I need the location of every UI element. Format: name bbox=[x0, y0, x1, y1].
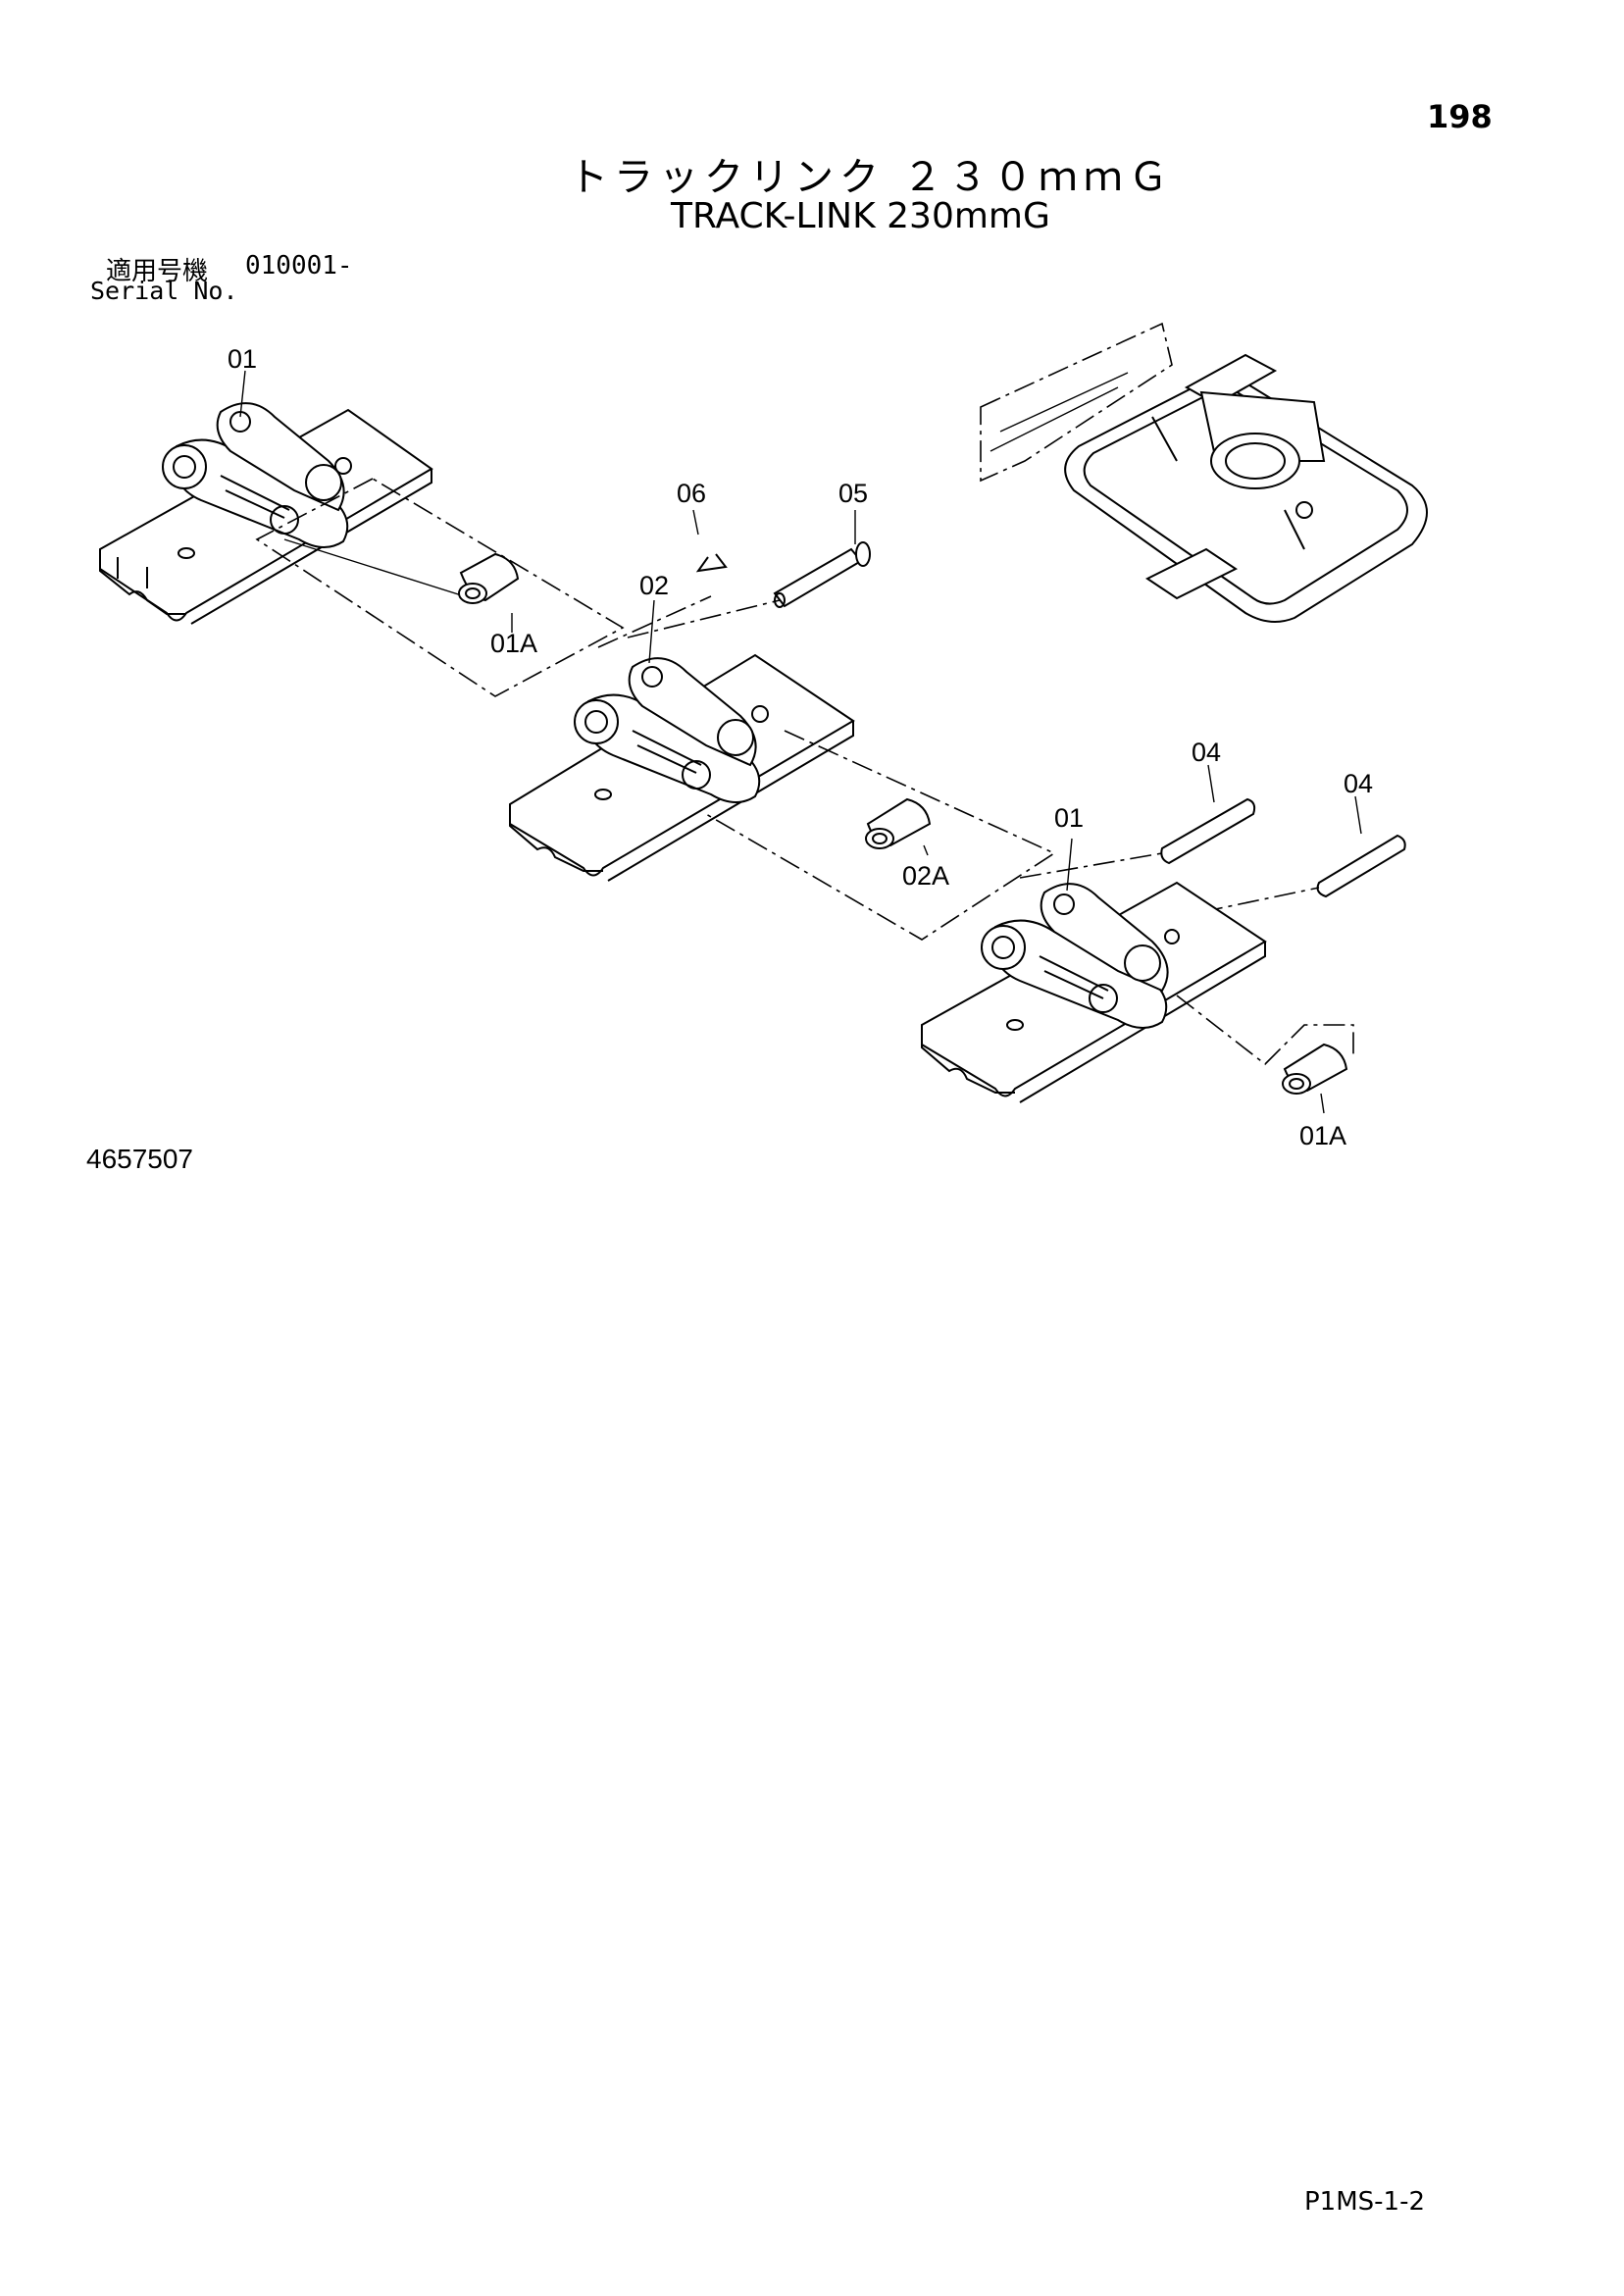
pin-04-leaders bbox=[1019, 852, 1320, 913]
leader-04-b bbox=[1354, 795, 1362, 835]
leader-01a-bottom bbox=[1320, 1093, 1325, 1114]
track-link-upper-left bbox=[162, 402, 352, 548]
serial-label-english: Serial No. bbox=[90, 277, 238, 305]
leader-04-a bbox=[1207, 764, 1215, 803]
track-link-middle bbox=[574, 657, 769, 803]
assembly-leader-middle bbox=[597, 595, 1056, 941]
callout-01a-bottom: 01A bbox=[1299, 1121, 1346, 1150]
callout-02a: 02A bbox=[902, 861, 949, 891]
callout-02: 02 bbox=[639, 571, 669, 600]
serial-value: 010001- bbox=[245, 251, 353, 281]
callout-01-bottom: 01 bbox=[1054, 803, 1084, 833]
pin-leader bbox=[627, 599, 781, 638]
page-number: 198 bbox=[1427, 98, 1493, 135]
callout-01a-top: 01A bbox=[490, 629, 537, 658]
leader-01-bottom bbox=[1066, 838, 1073, 892]
cotter-pin-06 bbox=[695, 553, 728, 573]
callout-04-a: 04 bbox=[1192, 738, 1221, 767]
bushing-01a-lower bbox=[1282, 1043, 1348, 1095]
callout-06: 06 bbox=[677, 479, 706, 508]
assembly-leader-upper bbox=[255, 478, 625, 697]
leader-line bbox=[283, 538, 472, 599]
page-title-english: TRACK-LINK 230mmG bbox=[671, 196, 1050, 236]
callout-05: 05 bbox=[838, 479, 868, 508]
bushing-01a-upper bbox=[458, 552, 520, 604]
machine-undercarriage-inset bbox=[980, 322, 1428, 623]
leader-06 bbox=[692, 509, 699, 536]
bushing-02a bbox=[865, 797, 932, 849]
leader-01-top bbox=[239, 370, 246, 418]
pin-04-b bbox=[1316, 834, 1406, 898]
pin-04-a bbox=[1160, 797, 1256, 865]
leader-02a bbox=[923, 844, 929, 856]
track-link-lower-right bbox=[981, 883, 1169, 1029]
assembly-leader-lower bbox=[1176, 995, 1354, 1066]
leader-02 bbox=[648, 599, 655, 664]
callout-01-top: 01 bbox=[228, 344, 257, 374]
pin-05 bbox=[773, 541, 871, 608]
callout-04-b: 04 bbox=[1344, 769, 1373, 798]
page-title-japanese: トラックリンク ２３０ｍｍＧ bbox=[569, 155, 1174, 200]
serial-label-japanese: 適用号機 bbox=[106, 257, 209, 286]
figure-number: 4657507 bbox=[86, 1144, 194, 1174]
footer-code: P1MS-1-2 bbox=[1304, 2187, 1426, 2217]
